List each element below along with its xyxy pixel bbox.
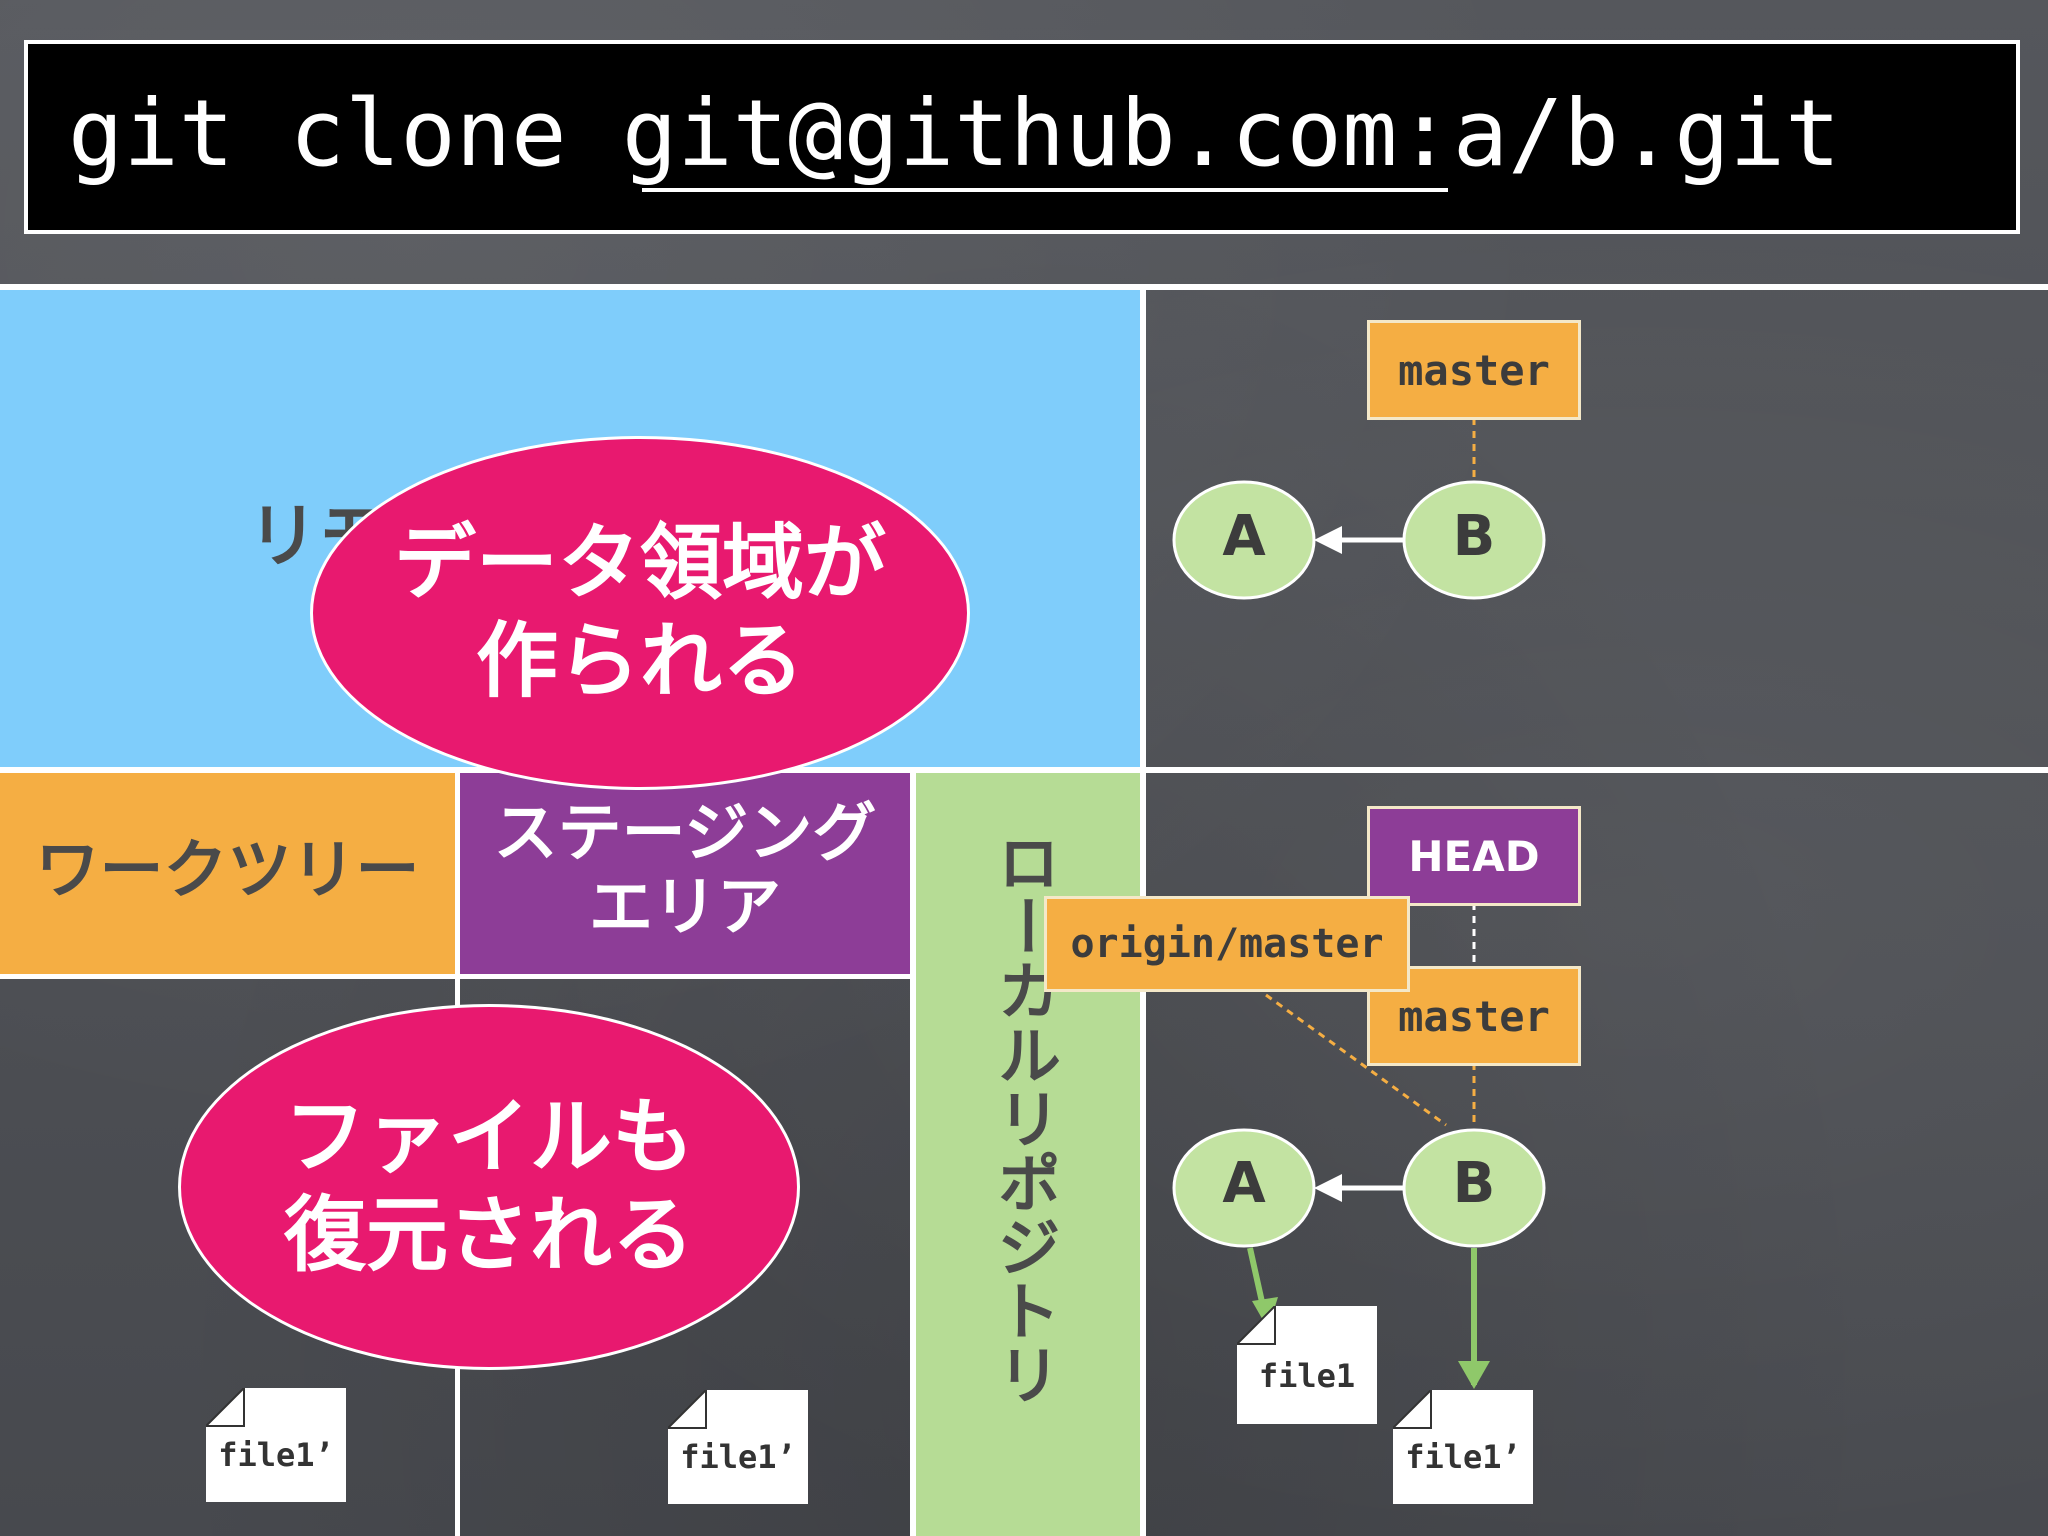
staging-label: ステージング エリア (460, 797, 910, 945)
local-commit-b-label: B (1452, 1151, 1496, 1216)
callout-data-area-line2: 作られる (475, 614, 804, 709)
command-url: git@github.com (621, 80, 1398, 187)
remote-commit-a-label: A (1222, 504, 1266, 569)
command-suffix: :a/b.git (1397, 80, 1841, 187)
staging-label-line1: ステージング (493, 797, 877, 871)
remote-master-ref: master (1367, 320, 1581, 420)
local-commit-a-node (1172, 1128, 1316, 1248)
divider-staging-local (910, 773, 916, 1536)
file1-label: file1 (1258, 1357, 1356, 1395)
worktree-file-label: file1’ (218, 1436, 334, 1474)
remote-commit-b-label: B (1452, 504, 1496, 569)
command-prefix: git clone (68, 80, 622, 187)
origin-master-ref: origin/master (1044, 896, 1410, 992)
origin-master-pointer-line (1265, 993, 1447, 1127)
file1-prime-local-label: file1’ (1405, 1438, 1521, 1476)
staging-file-label: file1’ (680, 1438, 796, 1476)
remote-commit-graph (1172, 418, 1546, 600)
callout-files-line2: 復元される (283, 1188, 694, 1283)
head-ref: HEAD (1367, 806, 1581, 906)
commit-b-node (1402, 480, 1546, 600)
parent-arrow-head (1314, 526, 1342, 554)
callout-files-line1: ファイルも (283, 1089, 694, 1185)
divider-top (0, 284, 2048, 290)
worktree-file-icon (206, 1388, 346, 1502)
local-commit-a-label: A (1222, 1151, 1266, 1216)
command-banner (24, 40, 2020, 234)
local-commit-b-node (1402, 1128, 1546, 1248)
staging-file-icon (668, 1390, 808, 1504)
command-text: git clone git@github.com:a/b.git (68, 88, 1840, 180)
callout-data-area-line1: データ領域が (393, 515, 886, 611)
url-underline (642, 188, 1448, 192)
local-commit-graph (1172, 903, 1546, 1389)
commit-a-file-arrowhead (1252, 1297, 1278, 1329)
callout-data-area: データ領域が 作られる (310, 436, 970, 790)
file1-icon (1237, 1306, 1377, 1424)
divider-lower (0, 974, 920, 979)
worktree-label: ワークツリー (35, 834, 420, 908)
file1-prime-local-icon (1393, 1390, 1533, 1504)
commit-a-node (1172, 480, 1316, 600)
divider-middle (0, 767, 2048, 773)
staging-panel (460, 773, 910, 974)
local-repository-label: ローカルリポジトリ (986, 830, 1060, 1406)
local-parent-arrow-head (1314, 1174, 1342, 1202)
callout-files-restored: ファイルも 復元される (178, 1004, 800, 1370)
worktree-panel (0, 773, 455, 974)
staging-label-line2: エリア (589, 870, 781, 945)
commit-b-file-arrowhead (1458, 1361, 1490, 1389)
